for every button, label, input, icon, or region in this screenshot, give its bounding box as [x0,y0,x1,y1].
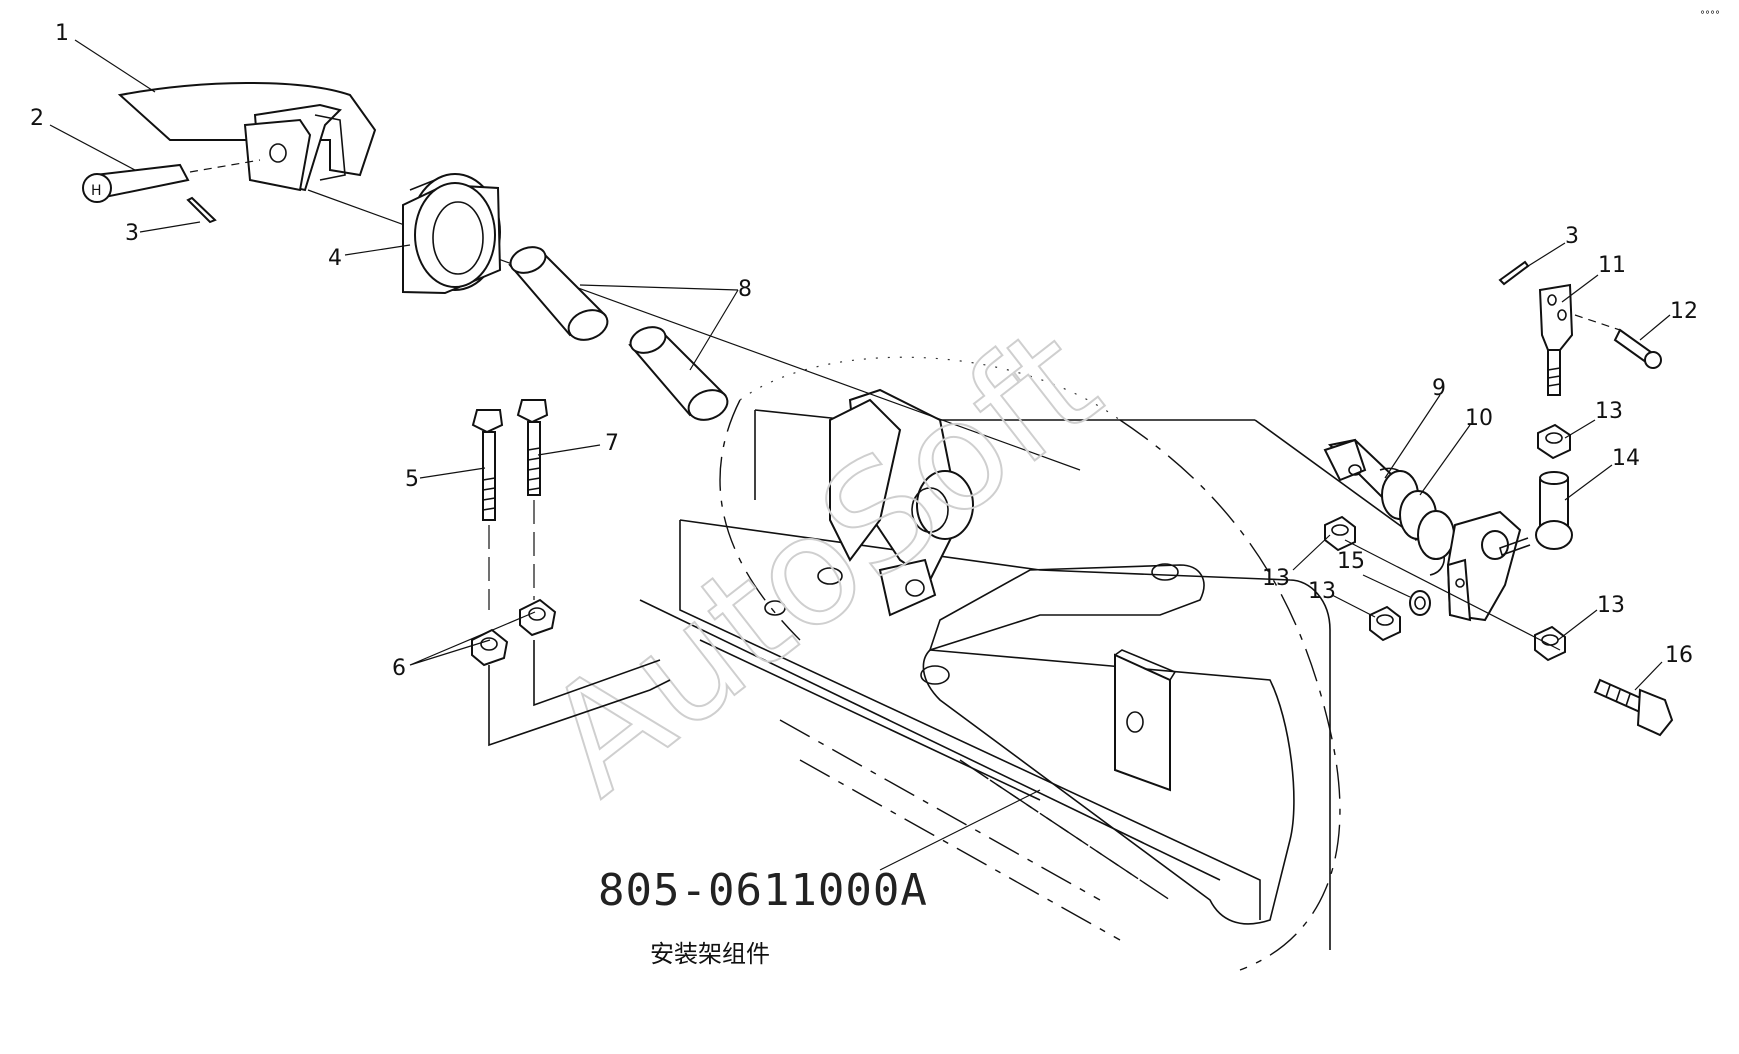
callout-16: 16 [1665,643,1693,668]
bolt-5 [471,409,504,610]
callout-13-left: 13 [1262,566,1290,591]
part-number: 805-0611000A [598,865,928,916]
callout-13-right: 13 [1597,593,1625,618]
cotter-pin [186,196,217,224]
hex-nut-upper [1537,423,1571,460]
callout-10: 10 [1465,406,1493,431]
hex-nut-left [1324,515,1356,552]
return-spring [1379,467,1455,576]
clevis-cotter-pin [1498,260,1530,286]
bolt-7 [516,399,549,600]
axis-line-right [1344,539,1561,651]
watermark-text: AutoSoft [515,295,1130,829]
spring-bracket [1446,510,1522,622]
callout-2: 2 [30,106,44,131]
callout-8: 8 [738,277,752,302]
rod-end-14 [1499,471,1573,557]
flange-nut-b [471,628,509,667]
callout-13-upper: 13 [1595,399,1623,424]
hex-nut-lower-left [1369,605,1401,642]
clevis-pin: H [82,159,261,203]
pedal-pad [117,82,377,192]
callout-5: 5 [405,467,419,492]
leader-lines [49,39,1671,871]
callout-9: 9 [1432,376,1446,401]
callout-3: 3 [125,221,139,246]
corner-mark: °°°° [1700,10,1720,21]
sleeve-lower [628,326,729,421]
nut-guide-lines [488,640,671,747]
svg-text:H: H [91,183,102,199]
callout-15: 15 [1337,549,1365,574]
flange-nut-a [519,598,557,637]
callout-4: 4 [328,246,342,271]
callout-7: 7 [605,431,619,456]
lock-washer [1409,590,1431,616]
callout-14: 14 [1612,446,1640,471]
callout-1: 1 [55,21,69,46]
clevis-yoke [1538,283,1574,396]
clevis-pin-12 [1574,314,1662,369]
hex-bolt-16 [1593,678,1674,737]
assembly-name: 安装架组件 [650,940,770,968]
callout-11: 11 [1598,253,1626,278]
sleeve-upper [508,246,609,341]
hex-nut-right [1534,625,1566,662]
bushing-ring [402,173,502,295]
callout-6: 6 [392,656,406,681]
mounting-bracket [307,189,1421,971]
callout-12: 12 [1670,299,1698,324]
callout-13-lower: 13 [1308,579,1336,604]
callout-3-right: 3 [1565,224,1579,249]
